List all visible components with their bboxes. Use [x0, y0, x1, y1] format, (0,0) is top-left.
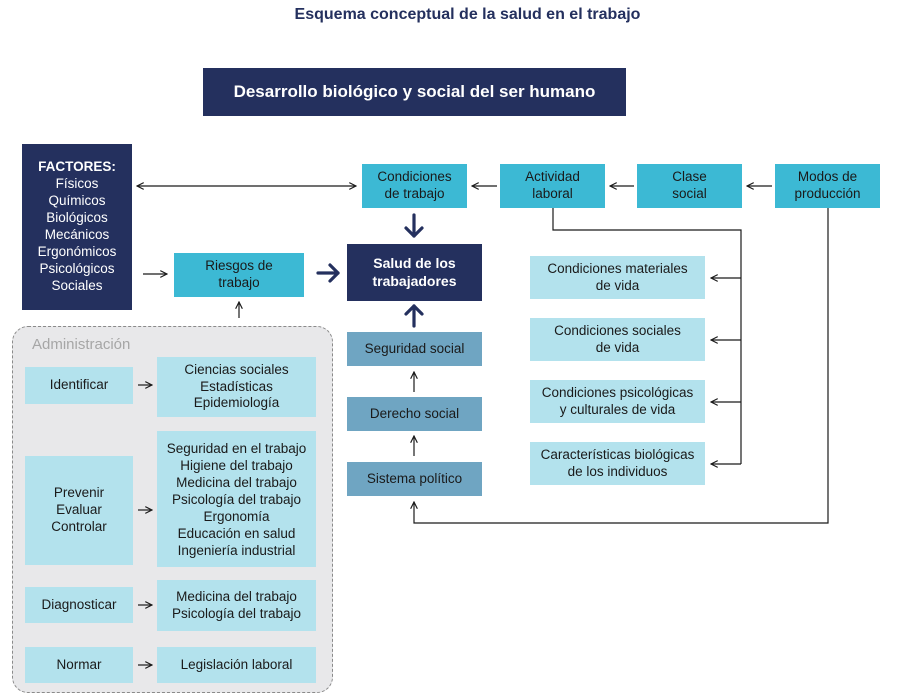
bold-arrow-riesgos-salud	[316, 263, 340, 283]
header-box: Desarrollo biológico y social del ser hu…	[203, 68, 626, 116]
connector-actividad-conditions	[552, 208, 742, 464]
factor-item: Psicológicos	[39, 261, 115, 276]
sistema-politico-box: Sistema político	[347, 462, 482, 496]
factors-box: FACTORES: Físicos Químicos Biológicos Me…	[22, 144, 132, 310]
admin-action-box: Identificar	[25, 367, 133, 404]
factors-title: FACTORES:	[38, 159, 116, 174]
factor-item: Mecánicos	[44, 227, 110, 242]
diagram-title: Esquema conceptual de la salud en el tra…	[294, 6, 641, 23]
admin-detail-box: Legislación laboral	[157, 647, 316, 683]
modos-produccion-box: Modos de producción	[775, 164, 880, 208]
factor-item: Sociales	[51, 278, 103, 293]
factor-item: Ergonómicos	[37, 244, 117, 259]
condition-box: Condiciones sociales de vida	[530, 318, 705, 361]
riesgos-trabajo-box: Riesgos de trabajo	[174, 253, 304, 297]
factor-item: Biológicos	[46, 210, 108, 225]
bold-arrow-condiciones-salud	[404, 213, 424, 238]
admin-action-box: Prevenir Evaluar Controlar	[25, 456, 133, 565]
clase-social-box: Clase social	[637, 164, 742, 208]
actividad-laboral-box: Actividad laboral	[500, 164, 605, 208]
factor-item: Físicos	[55, 176, 99, 191]
administration-label: Administración	[32, 336, 131, 353]
factor-item: Químicos	[48, 193, 106, 208]
condiciones-trabajo-box: Condiciones de trabajo	[362, 164, 467, 208]
admin-detail-box: Medicina del trabajo Psicología del trab…	[157, 580, 316, 631]
salud-trabajadores-box: Salud de los trabajadores	[347, 244, 482, 301]
admin-action-box: Normar	[25, 647, 133, 683]
derecho-social-box: Derecho social	[347, 397, 482, 431]
condition-box: Condiciones psicológicas y culturales de…	[530, 380, 705, 423]
admin-action-box: Diagnosticar	[25, 587, 133, 623]
bold-arrow-seguridad-salud	[404, 304, 424, 328]
admin-detail-box: Ciencias sociales Estadísticas Epidemiol…	[157, 357, 316, 417]
seguridad-social-box: Seguridad social	[347, 332, 482, 366]
condition-box: Condiciones materiales de vida	[530, 256, 705, 299]
connector-modos-sistema	[414, 208, 829, 524]
admin-detail-box: Seguridad en el trabajo Higiene del trab…	[157, 431, 316, 567]
condition-box: Características biológicas de los indivi…	[530, 442, 705, 485]
